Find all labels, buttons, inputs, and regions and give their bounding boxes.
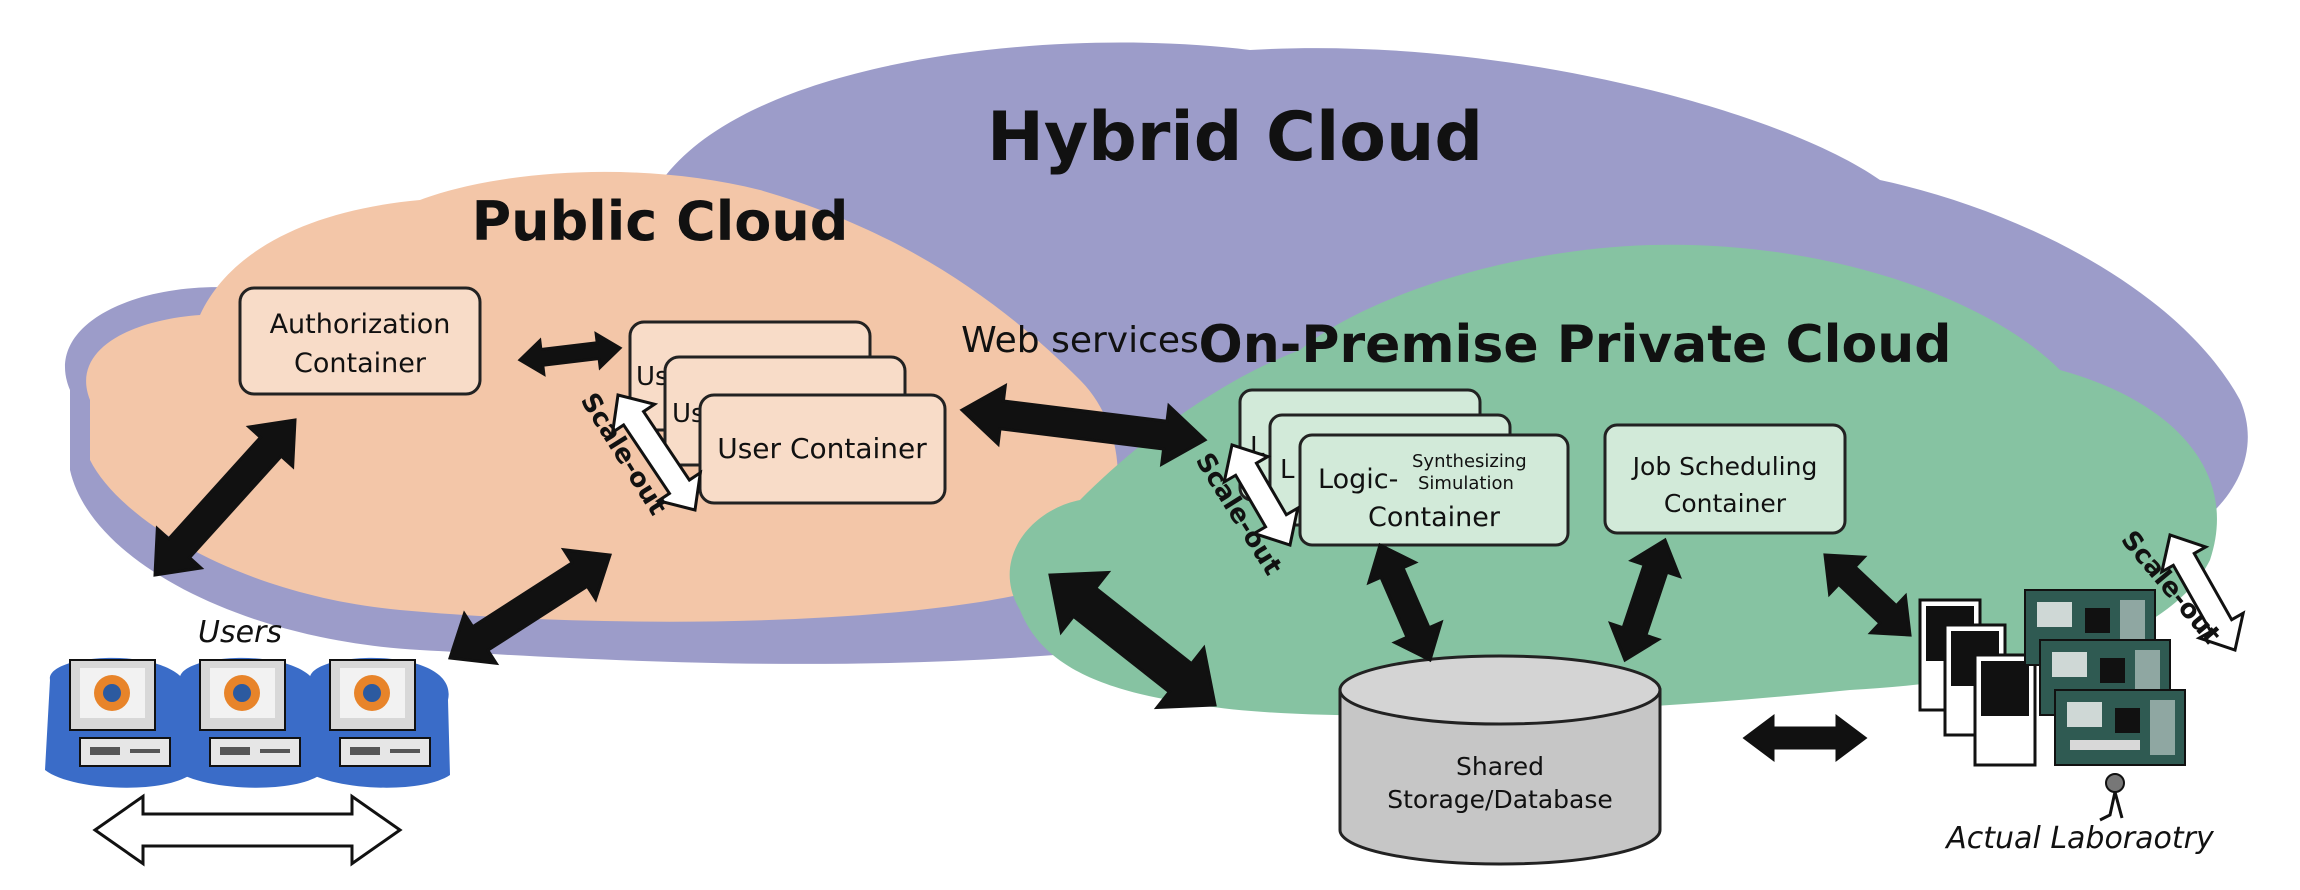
storage-lab-arrow [1742,714,1868,762]
hybrid-cloud-title: Hybrid Cloud [987,98,1483,177]
fpga-board-icon [2054,689,2186,766]
job-scheduling-line1: Job Scheduling [1631,452,1818,481]
job-scheduling-container-box [1603,423,1847,535]
private-scale-out-arrow [1222,443,1300,547]
black-arrows [153,331,1912,762]
logic-container-sup2: Simulation [1418,473,1514,494]
public-cloud-shape [86,171,1118,622]
computer-icon [175,657,320,788]
user-container-stub-1: Us [636,362,669,392]
camera-icon [2099,773,2125,822]
users-auth-arrow [153,418,297,577]
authorization-container-line2: Container [294,348,427,379]
actual-laboratory-equipment [1918,589,2186,822]
private-cloud-title: On-Premise Private Cloud [1199,315,1952,375]
logic-container-sup1: Synthesizing [1412,451,1527,472]
actual-laboratory-label: Actual Laboraotry [1944,821,2215,856]
public-storage-arrow [1048,570,1217,710]
job-scheduling-line2: Container [1664,489,1787,518]
white-arrows [92,393,2246,867]
user-container-label: User Container [717,432,927,465]
users-public-arrow [448,547,612,666]
job-storage-arrow [1608,537,1682,663]
computer-icon [305,657,450,788]
logic-container-stub-2: L [1280,455,1295,485]
authorization-container-line1: Authorization [270,309,451,340]
authorization-container-box [238,286,482,396]
logic-container-prefix: Logic- [1318,464,1398,495]
user-container-box [698,393,947,505]
logic-storage-arrow [1366,542,1444,663]
web-services-arrow [959,382,1208,468]
web-services-label: Web services [961,320,1199,361]
public-scale-out-arrow [610,393,703,512]
shared-storage-line2: Storage/Database [1387,785,1613,814]
users-label: Users [198,615,282,650]
shared-storage-database [1338,654,1662,866]
logic-container-line2: Container [1368,502,1501,533]
shared-storage-line1: Shared [1456,752,1544,781]
lab-terminal-icon [1973,653,2037,767]
users-lan-arrow [92,793,403,867]
user-computers [45,657,450,788]
lab-scale-out-arrow [2159,533,2246,652]
logic-container-box [1298,433,1570,547]
job-lab-arrow [1823,553,1912,637]
computer-icon [45,657,190,788]
public-cloud-title: Public Cloud [472,190,849,253]
auth-user-arrow [517,331,623,377]
